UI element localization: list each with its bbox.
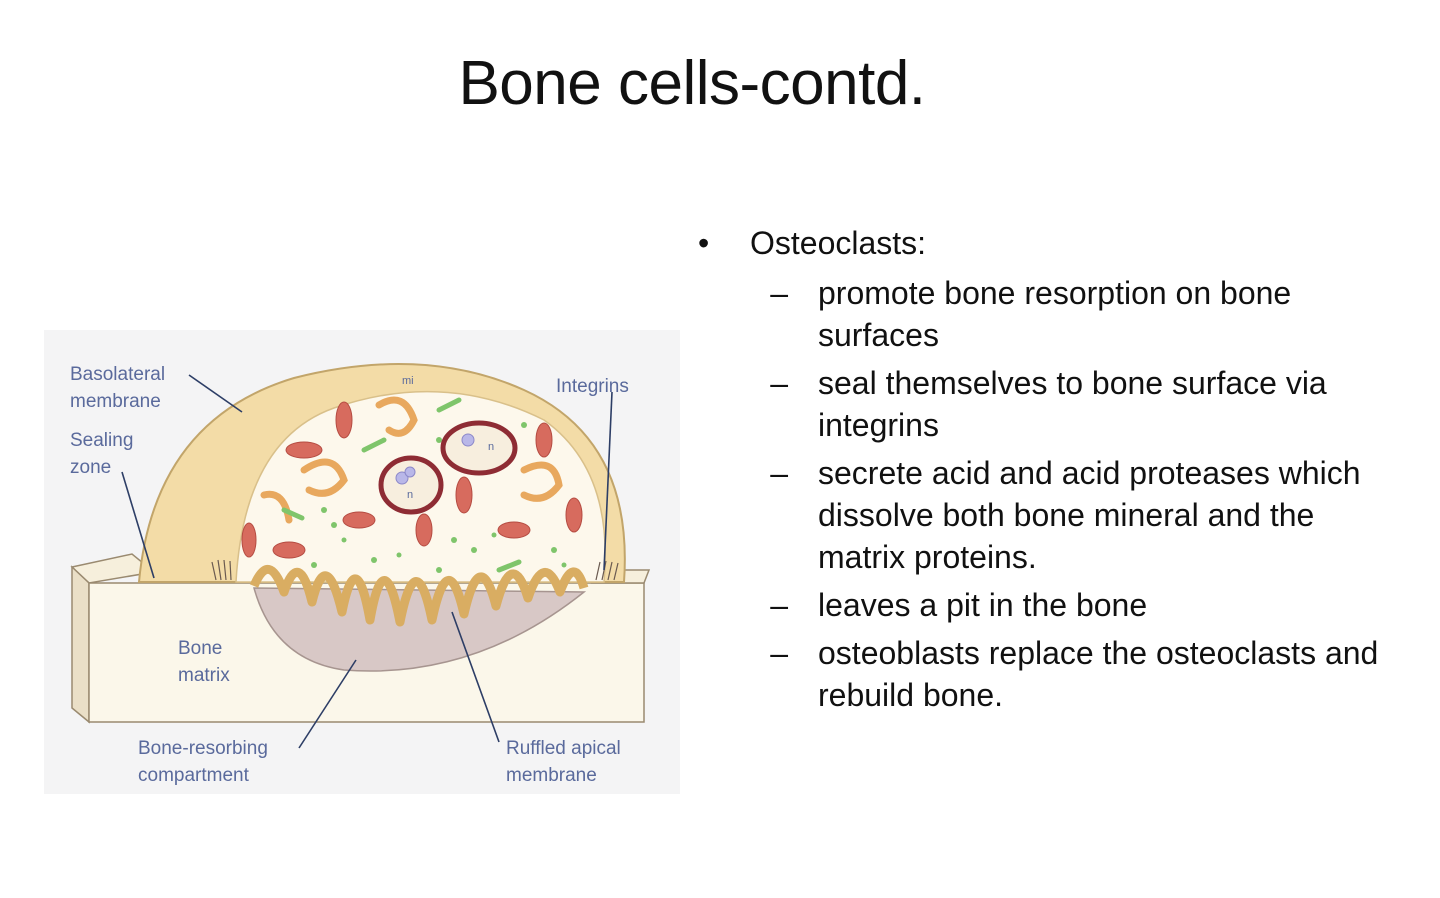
label-nucleus-2: n xyxy=(407,489,413,501)
bullet-osteoclasts: • Osteoclasts: xyxy=(690,222,1410,264)
label-ruffled-2: membrane xyxy=(506,765,597,786)
label-integrins: Integrins xyxy=(556,376,629,397)
osteoclast-diagram: Basolateral membrane Sealing zone Integr… xyxy=(44,330,680,794)
label-basolateral-1: Basolateral xyxy=(70,364,165,385)
label-nucleus-1: n xyxy=(488,441,494,453)
dash-marker: – xyxy=(770,455,788,491)
osteoclast-bullets: • Osteoclasts: – promote bone resorption… xyxy=(690,222,1410,722)
sub-bullet: – secrete acid and acid proteases which … xyxy=(690,452,1410,578)
label-sealing-1: Sealing xyxy=(70,430,133,451)
sub-bullet-list: – promote bone resorption on bone surfac… xyxy=(690,272,1410,716)
sub-bullet: – osteoblasts replace the osteoclasts an… xyxy=(690,632,1410,716)
osteoclast-illustration: Basolateral membrane Sealing zone Integr… xyxy=(70,363,651,786)
dash-marker: – xyxy=(770,635,788,671)
label-resorbing-2: compartment xyxy=(138,765,250,786)
label-mi: mi xyxy=(402,375,414,387)
sub-bullet-text: leaves a pit in the bone xyxy=(818,587,1148,623)
dash-marker: – xyxy=(770,365,788,401)
label-resorbing-1: Bone-resorbing xyxy=(138,738,268,759)
label-bone-1: Bone xyxy=(178,638,222,659)
bullet-marker: • xyxy=(698,225,710,261)
slide-title: Bone cells-contd. xyxy=(458,49,926,118)
dash-marker: – xyxy=(770,587,788,623)
bullet-heading: Osteoclasts: xyxy=(750,225,927,261)
sub-bullet: – leaves a pit in the bone xyxy=(690,584,1410,626)
dash-marker: – xyxy=(770,275,788,311)
sub-bullet-text: secrete acid and acid proteases which di… xyxy=(818,455,1361,575)
sub-bullet-text: osteoblasts replace the osteoclasts and … xyxy=(818,635,1379,713)
label-bone-2: matrix xyxy=(178,665,230,686)
label-sealing-2: zone xyxy=(70,457,111,478)
sub-bullet-text: promote bone resorption on bone surfaces xyxy=(818,275,1292,353)
sub-bullet: – seal themselves to bone surface via in… xyxy=(690,362,1410,446)
sub-bullet-text: seal themselves to bone surface via inte… xyxy=(818,365,1327,443)
sub-bullet: – promote bone resorption on bone surfac… xyxy=(690,272,1410,356)
label-ruffled-1: Ruffled apical xyxy=(506,738,621,759)
label-basolateral-2: membrane xyxy=(70,391,161,412)
